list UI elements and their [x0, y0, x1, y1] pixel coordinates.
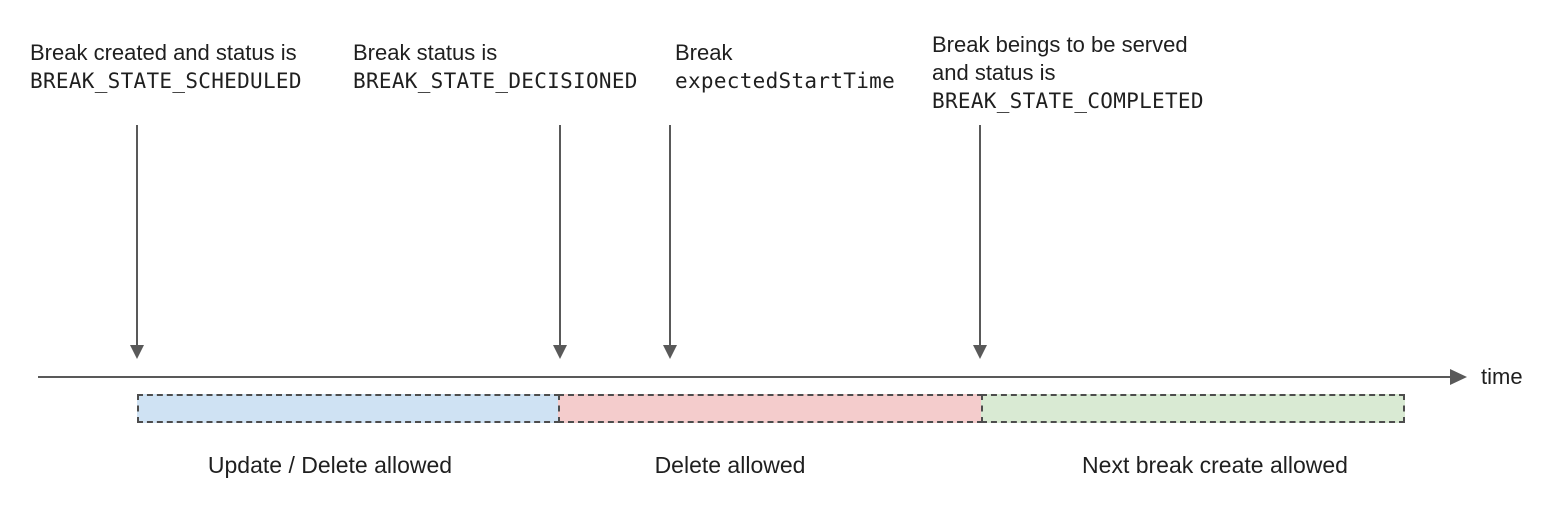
down-arrow-head-icon [130, 345, 144, 359]
segment-update-delete-allowed [137, 394, 560, 423]
time-axis-label: time [1481, 364, 1523, 389]
time-axis-line [38, 376, 1452, 378]
annotation-code: BREAK_STATE_COMPLETED [932, 89, 1204, 113]
annotation-text: Break status is [353, 40, 498, 65]
annotation-break-scheduled: Break created and status is BREAK_STATE_… [30, 39, 302, 95]
down-arrow-line-scheduled [136, 125, 138, 346]
annotation-expected-start-time: Break expectedStartTime [675, 39, 895, 95]
segment-label-next-create: Next break create allowed [1082, 452, 1348, 478]
down-arrow-head-icon [663, 345, 677, 359]
segment-next-break-create-allowed [981, 394, 1405, 423]
segment-delete-allowed [558, 394, 983, 423]
annotation-break-decisioned: Break status is BREAK_STATE_DECISIONED [353, 39, 638, 95]
down-arrow-line-completed [979, 125, 981, 346]
annotation-code: BREAK_STATE_DECISIONED [353, 69, 638, 93]
segment-label-delete: Delete allowed [654, 452, 806, 478]
annotation-text: Break [675, 40, 733, 65]
annotation-code: BREAK_STATE_SCHEDULED [30, 69, 302, 93]
annotation-text: Break created and status is [30, 40, 297, 65]
segment-label-update-delete: Update / Delete allowed [207, 452, 453, 478]
time-axis-arrow-icon [1450, 369, 1467, 385]
annotation-text: and status is [932, 60, 1056, 85]
annotation-break-completed: Break beings to be served and status is … [932, 31, 1204, 115]
annotation-text: Break beings to be served [932, 32, 1188, 57]
down-arrow-line-decisioned [559, 125, 561, 346]
down-arrow-line-expected-start [669, 125, 671, 346]
down-arrow-head-icon [553, 345, 567, 359]
down-arrow-head-icon [973, 345, 987, 359]
annotation-code: expectedStartTime [675, 69, 896, 93]
